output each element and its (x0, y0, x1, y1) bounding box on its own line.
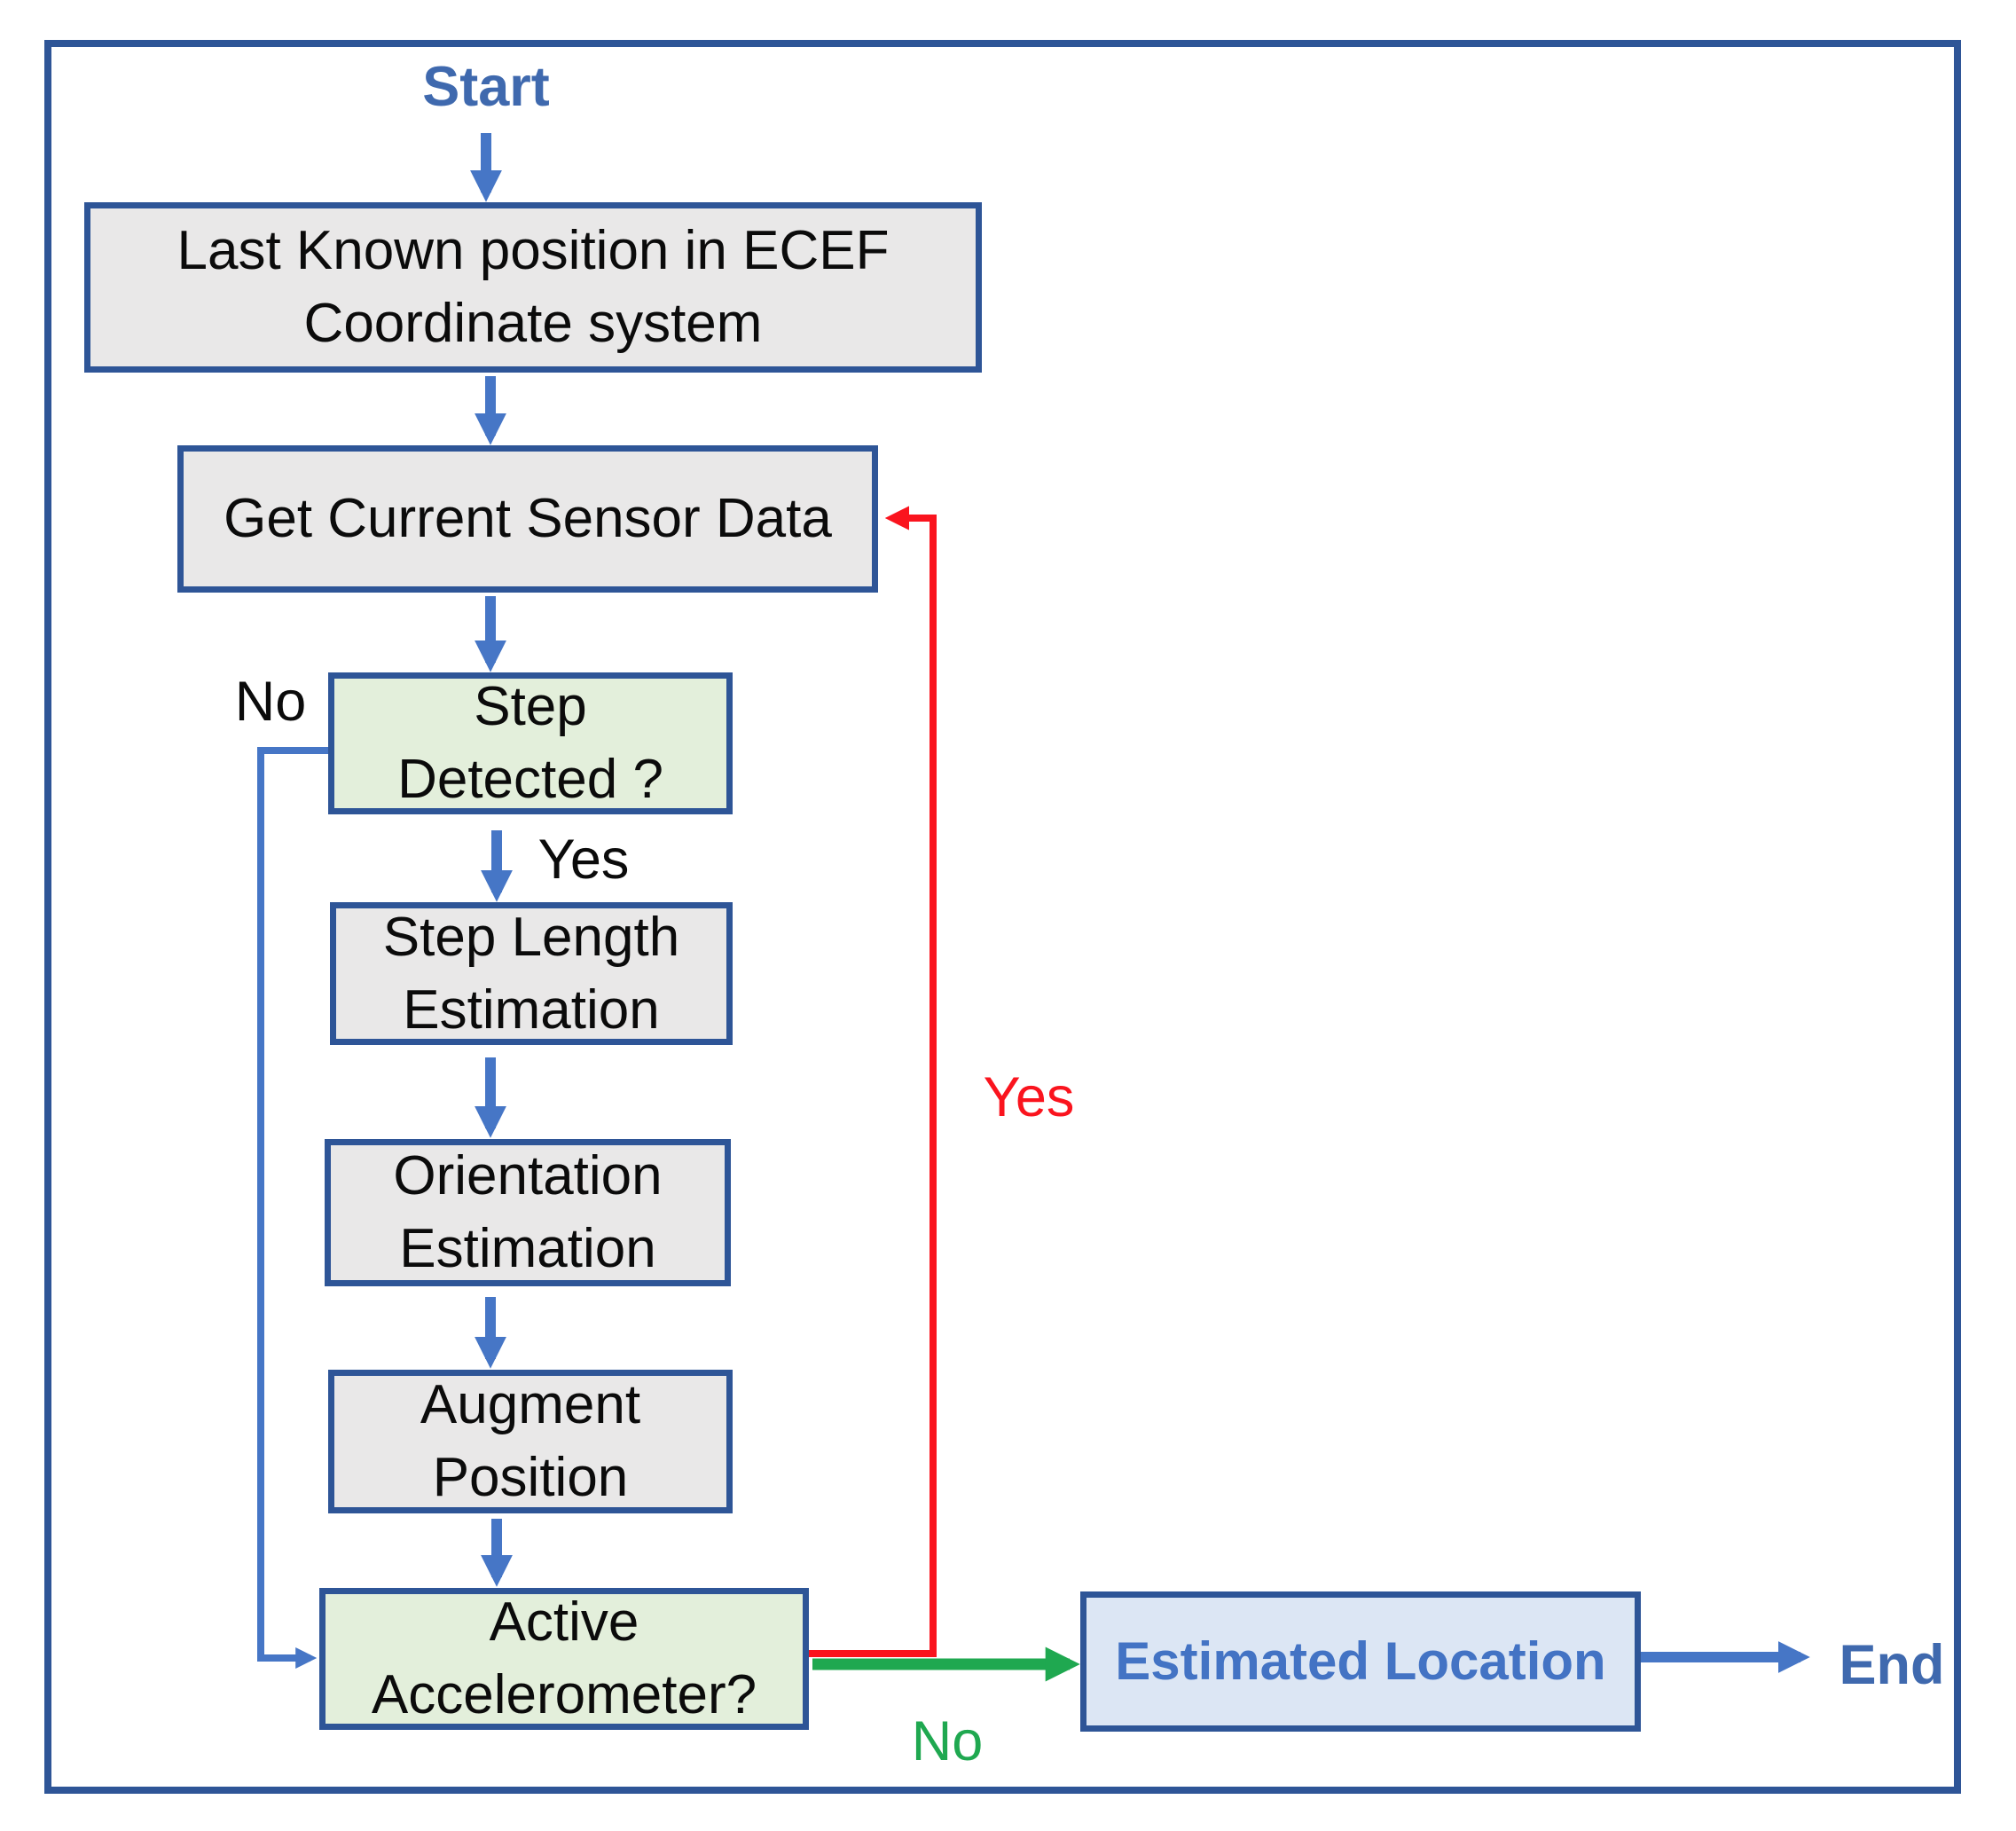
node-active-accelerometer: Active Accelerometer? (319, 1588, 809, 1730)
step-detected-no-label: No (234, 671, 307, 733)
edge-step-no-loop (257, 747, 328, 1669)
node-get-current-sensor-data: Get Current Sensor Data (177, 445, 878, 593)
node-orientation-estimation: Orientation Estimation (325, 1139, 731, 1286)
edge-accel-yes-loop (809, 506, 937, 1657)
accel-no-label: No (911, 1710, 984, 1772)
node-step-detected: Step Detected ? (328, 672, 733, 814)
node-estimated-location: Estimated Location (1080, 1591, 1641, 1732)
accel-yes-label: Yes (983, 1066, 1075, 1128)
start-label: Start (422, 56, 550, 118)
outer-frame (44, 40, 1961, 1794)
node-augment-position: Augment Position (328, 1370, 733, 1513)
node-last-known-position: Last Known position in ECEF Coordinate s… (84, 202, 982, 373)
end-label: End (1839, 1634, 1945, 1696)
node-step-length-estimation: Step Length Estimation (330, 902, 733, 1045)
step-detected-yes-label: Yes (537, 829, 630, 891)
